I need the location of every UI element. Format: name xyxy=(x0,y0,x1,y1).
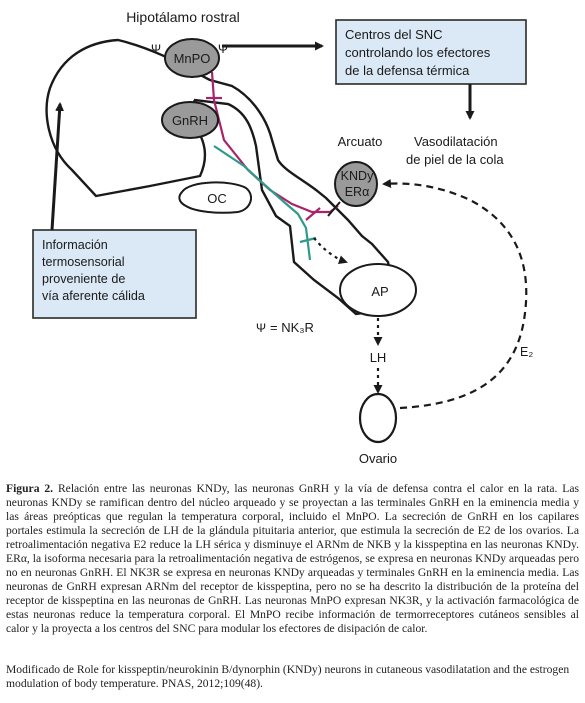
nk3r-legend-icon: Ψ xyxy=(256,321,266,335)
kndy-to-mnpo-axon xyxy=(327,201,341,217)
ap-label: AP xyxy=(371,284,388,299)
kndy-neuron xyxy=(334,161,378,207)
vasodilation-line-2: de piel de la cola xyxy=(406,152,504,167)
thermo-line-1: Información xyxy=(42,238,108,252)
nk3r-receptor-icon: Ψ xyxy=(218,42,228,56)
thermo-line-2: termosensorial xyxy=(42,255,125,269)
figure-number: Figura 2. xyxy=(6,482,54,495)
gnrh-neuron xyxy=(161,101,219,139)
cns-line-2: controlando los efectores xyxy=(345,45,491,60)
mnpo-label: MnPO xyxy=(174,51,211,66)
thermo-line-3: proveniente de xyxy=(42,272,125,286)
gnrh-label: GnRH xyxy=(172,113,208,128)
mnpo-neuron xyxy=(164,38,220,78)
brain-outline xyxy=(45,38,396,316)
hypothalamus-label: Hipotálamo rostral xyxy=(126,9,240,25)
kndy-to-ap-dotted-arrow xyxy=(313,237,348,265)
arcuate-label: Arcuato xyxy=(338,134,383,149)
e2-feedback-dashed-arrow xyxy=(382,178,528,410)
thermosensory-info-text: Información termosensorial proveniente d… xyxy=(42,238,145,303)
era-label: ERα xyxy=(345,185,370,199)
cns-centers-box xyxy=(335,19,527,85)
nk3r-legend-label: = NK₃R xyxy=(270,320,314,335)
lh-label: LH xyxy=(370,350,387,365)
cns-line-1: Centros del SNC xyxy=(345,27,443,42)
e2-label: E₂ xyxy=(520,345,533,359)
kndy-label: KNDy xyxy=(341,169,374,183)
anterior-pituitary-shape xyxy=(339,263,417,317)
cns-centers-text: Centros del SNC controlando los efectore… xyxy=(345,27,494,78)
thermosensory-info-box xyxy=(32,229,197,319)
teal-projection-line xyxy=(213,145,312,261)
magenta-end-bar-bottom xyxy=(305,207,321,221)
thermo-to-mnpo-arrow xyxy=(50,102,65,231)
figure-caption-text: Relación entre las neuronas KNDy, las ne… xyxy=(6,482,580,635)
ovary-label: Ovario xyxy=(359,451,397,466)
optic-chiasm-shape xyxy=(178,181,253,214)
vasodilation-line-1: Vasodilatación xyxy=(414,134,498,149)
figure-source: Modificado de Role for kisspeptin/neurok… xyxy=(6,663,570,690)
thermo-line-4: vía aferente cálida xyxy=(42,289,145,303)
oc-label: OC xyxy=(207,191,227,206)
nk3r-receptor-icon: Ψ xyxy=(151,42,161,56)
figure-caption: Figura 2. Relación entre las neuronas KN… xyxy=(6,482,579,636)
ovary-shape xyxy=(358,392,398,444)
vasodilation-text: Vasodilatación de piel de la cola xyxy=(406,134,504,167)
kndy-thermoregulation-diagram: OC AP KNDy ERα LH Ovario E₂ Información … xyxy=(32,9,533,466)
cns-line-3: de la defensa térmica xyxy=(345,63,470,78)
